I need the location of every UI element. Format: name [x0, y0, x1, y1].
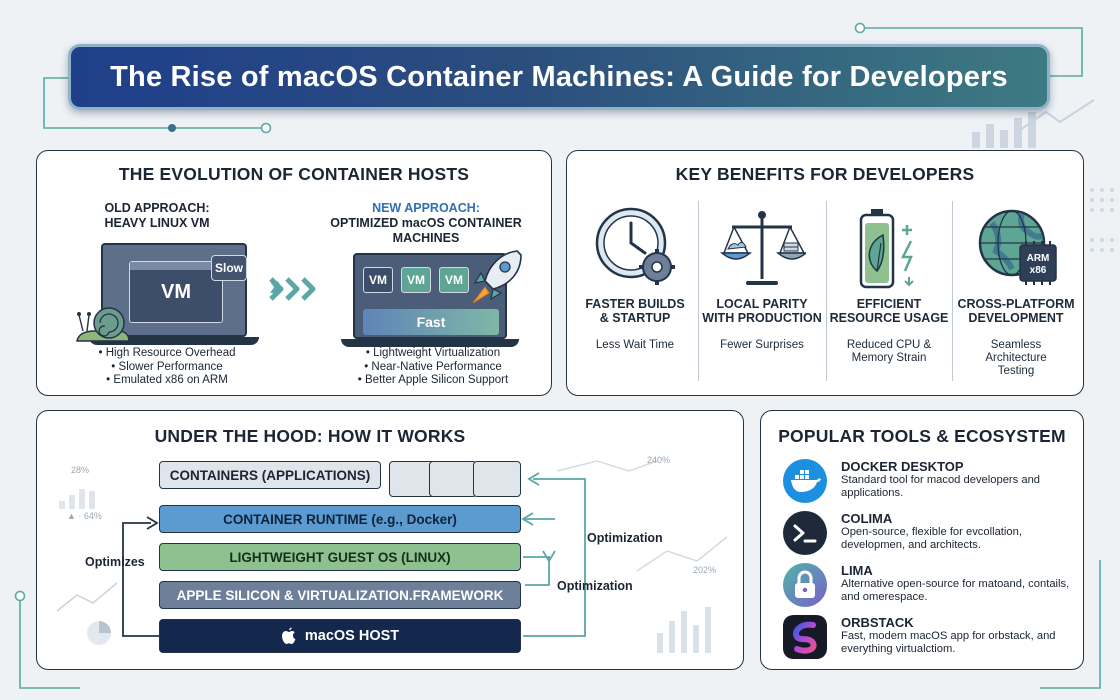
benefit-title: CROSS-PLATFORM DEVELOPMENT — [957, 297, 1075, 325]
padlock-icon — [783, 563, 827, 607]
optimizes-label: Optimizes — [85, 555, 145, 569]
evolution-heading: THE EVOLUTION OF CONTAINER HOSTS — [118, 164, 470, 184]
battery-leaf-icon — [859, 209, 914, 289]
tool-colima[interactable]: COLIMA Open-source, flexible for evcolla… — [783, 511, 1073, 557]
benefit-subtitle: Less Wait Time — [595, 339, 675, 351]
tool-description: Alternative open-source for matoand, con… — [841, 578, 1070, 603]
faint-stat-3: 240% — [647, 455, 671, 465]
benefit-title: EFFICIENT RESOURCE USAGE — [829, 297, 949, 325]
container-vm-1: VM — [363, 267, 393, 293]
clock-gear-icon — [595, 207, 675, 285]
rocket-icon — [472, 250, 522, 304]
container-slot-3 — [473, 461, 521, 497]
benefit-cross-platform: ARM x86 CROSS-PLATFORM DEVELOPMENT Seaml… — [954, 199, 1078, 385]
benefit-title: FASTER BUILDS & STARTUP — [585, 297, 685, 325]
new-laptop-base — [341, 339, 519, 347]
container-vm-2: VM — [401, 267, 431, 293]
layer-macos-host: macOS HOST — [159, 619, 521, 653]
evolution-panel: THE EVOLUTION OF CONTAINER HOSTS OLD APP… — [36, 150, 552, 396]
layer-guest-os: LIGHTWEIGHT GUEST OS (LINUX) — [159, 543, 521, 571]
tool-name: DOCKER DESKTOP — [841, 459, 964, 474]
tool-name: COLIMA — [841, 511, 893, 526]
tool-name: ORBSTACK — [841, 615, 914, 630]
benefit-divider-2 — [826, 201, 827, 381]
benefit-subtitle: Reduced CPU & Memory Strain — [846, 339, 932, 364]
container-slot-2 — [429, 461, 477, 497]
apple-logo-icon — [281, 627, 296, 644]
tool-description: Open-source, flexible for evcollation, d… — [841, 526, 1022, 551]
docker-whale-icon — [783, 459, 827, 503]
faint-stat-2: ▲ · 64% — [67, 511, 102, 521]
optimization-label-1: Optimization — [587, 531, 663, 545]
terminal-prompt-icon — [783, 511, 827, 555]
benefit-divider-1 — [698, 201, 699, 381]
benefit-efficient-resources: EFFICIENT RESOURCE USAGE Reduced CPU & M… — [827, 199, 951, 385]
faint-stat-1: 28% — [71, 465, 90, 475]
layer-containers: CONTAINERS (APPLICATIONS) — [159, 461, 381, 489]
title-banner: The Rise of macOS Container Machines: A … — [68, 44, 1050, 110]
faint-stat-4: 202% — [693, 565, 717, 575]
new-approach-bullets: • Lightweight Virtualization • Near-Nati… — [357, 347, 509, 386]
balance-scale-icon — [719, 211, 806, 285]
benefit-faster-builds: FASTER BUILDS & STARTUP Less Wait Time — [573, 199, 697, 385]
chip-label-arm: ARM — [1027, 253, 1050, 264]
tools-panel: POPULAR TOOLS & ECOSYSTEM DOCKER DESKTOP… — [760, 410, 1084, 670]
benefit-divider-3 — [952, 201, 953, 381]
tool-name: LIMA — [841, 563, 873, 578]
layer-container-runtime: CONTAINER RUNTIME (e.g., Docker) — [159, 505, 521, 533]
tool-description: Standard tool for macod developers and a… — [841, 474, 1041, 499]
tools-heading: POPULAR TOOLS & ECOSYSTEM — [778, 426, 1066, 446]
page-title: The Rise of macOS Container Machines: A … — [110, 60, 1008, 93]
tool-docker-desktop[interactable]: DOCKER DESKTOP Standard tool for macod d… — [783, 459, 1073, 505]
orbstack-logo-icon — [783, 615, 827, 659]
tool-lima[interactable]: LIMA Alternative open-source for matoand… — [783, 563, 1073, 609]
benefit-title: LOCAL PARITY WITH PRODUCTION — [702, 297, 822, 325]
heavy-vm-window: VM — [129, 261, 223, 323]
layer-apple-silicon: APPLE SILICON & VIRTUALIZATION.FRAMEWORK — [159, 581, 521, 609]
transition-arrows-icon — [269, 277, 316, 301]
old-approach-bullets: • High Resource Overhead • Slower Perfor… — [98, 347, 236, 386]
container-vm-3: VM — [439, 267, 469, 293]
new-approach-label: NEW APPROACH: OPTIMIZED macOS CONTAINER … — [330, 201, 522, 245]
old-laptop-base — [89, 337, 259, 345]
snail-icon — [76, 307, 130, 342]
tool-orbstack[interactable]: ORBSTACK Fast, modern macOS app for orbs… — [783, 615, 1073, 661]
chip-label-x86: x86 — [1030, 265, 1047, 276]
benefits-panel: KEY BENEFITS FOR DEVELOPERS FASTER BUILD… — [566, 150, 1084, 396]
globe-chip-icon: ARM x86 — [978, 209, 1057, 285]
under-the-hood-panel: UNDER THE HOOD: HOW IT WORKS 28% ▲ · 64%… — [36, 410, 744, 670]
benefit-local-parity: LOCAL PARITY WITH PRODUCTION Fewer Surpr… — [700, 199, 824, 385]
benefit-subtitle: Fewer Surprises — [720, 339, 804, 351]
optimization-label-2: Optimization — [557, 579, 633, 593]
old-approach-label: OLD APPROACH: HEAVY LINUX VM — [104, 201, 210, 230]
fast-label: Fast — [363, 309, 499, 335]
tool-description: Fast, modern macOS app for orbstack, and… — [841, 630, 1056, 655]
hood-connectors — [56, 460, 728, 653]
benefits-heading: KEY BENEFITS FOR DEVELOPERS — [675, 164, 975, 184]
benefit-subtitle: Seamless Architecture Testing — [985, 339, 1047, 377]
hood-heading: UNDER THE HOOD: HOW IT WORKS — [154, 426, 466, 446]
slow-badge: Slow — [211, 255, 247, 281]
